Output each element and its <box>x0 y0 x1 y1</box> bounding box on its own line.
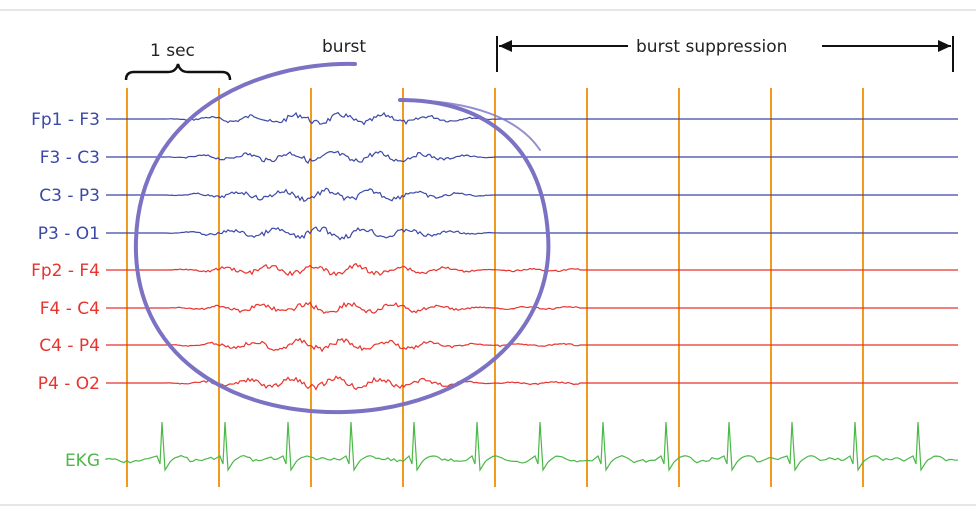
channel-label: F3 - C3 <box>40 148 100 168</box>
burst-suppression-arrow <box>496 36 954 72</box>
eeg-traces <box>105 111 959 472</box>
trace-left <box>106 111 958 126</box>
channel-label: P4 - O2 <box>38 374 100 394</box>
channel-label: C4 - P4 <box>39 336 100 356</box>
trace-left <box>106 150 958 165</box>
time-markers <box>126 88 864 487</box>
trace-right <box>106 337 958 353</box>
trace-left <box>106 226 958 241</box>
trace-right <box>106 262 958 277</box>
burst-suppression-label: burst suppression <box>636 37 787 57</box>
trace-right <box>106 375 958 391</box>
channel-label: Fp2 - F4 <box>31 261 100 281</box>
burst-label: burst <box>322 37 366 57</box>
one-second-label: 1 sec <box>150 41 195 61</box>
burst-circle-tail <box>399 99 541 151</box>
channel-label: F4 - C4 <box>40 299 100 319</box>
one-second-brace <box>124 63 232 81</box>
channel-labels: Fp1 - F3 F3 - C3 C3 - P3 P3 - O1 Fp2 - F4 F4 … <box>31 110 100 471</box>
channel-label: P3 - O1 <box>38 224 100 244</box>
burst-circle <box>133 61 551 415</box>
trace-ekg <box>105 421 959 472</box>
channel-label: C3 - P3 <box>39 186 100 206</box>
channel-label: EKG <box>65 451 100 471</box>
channel-label: Fp1 - F3 <box>31 110 100 130</box>
trace-left <box>106 187 958 203</box>
trace-right <box>106 301 958 315</box>
